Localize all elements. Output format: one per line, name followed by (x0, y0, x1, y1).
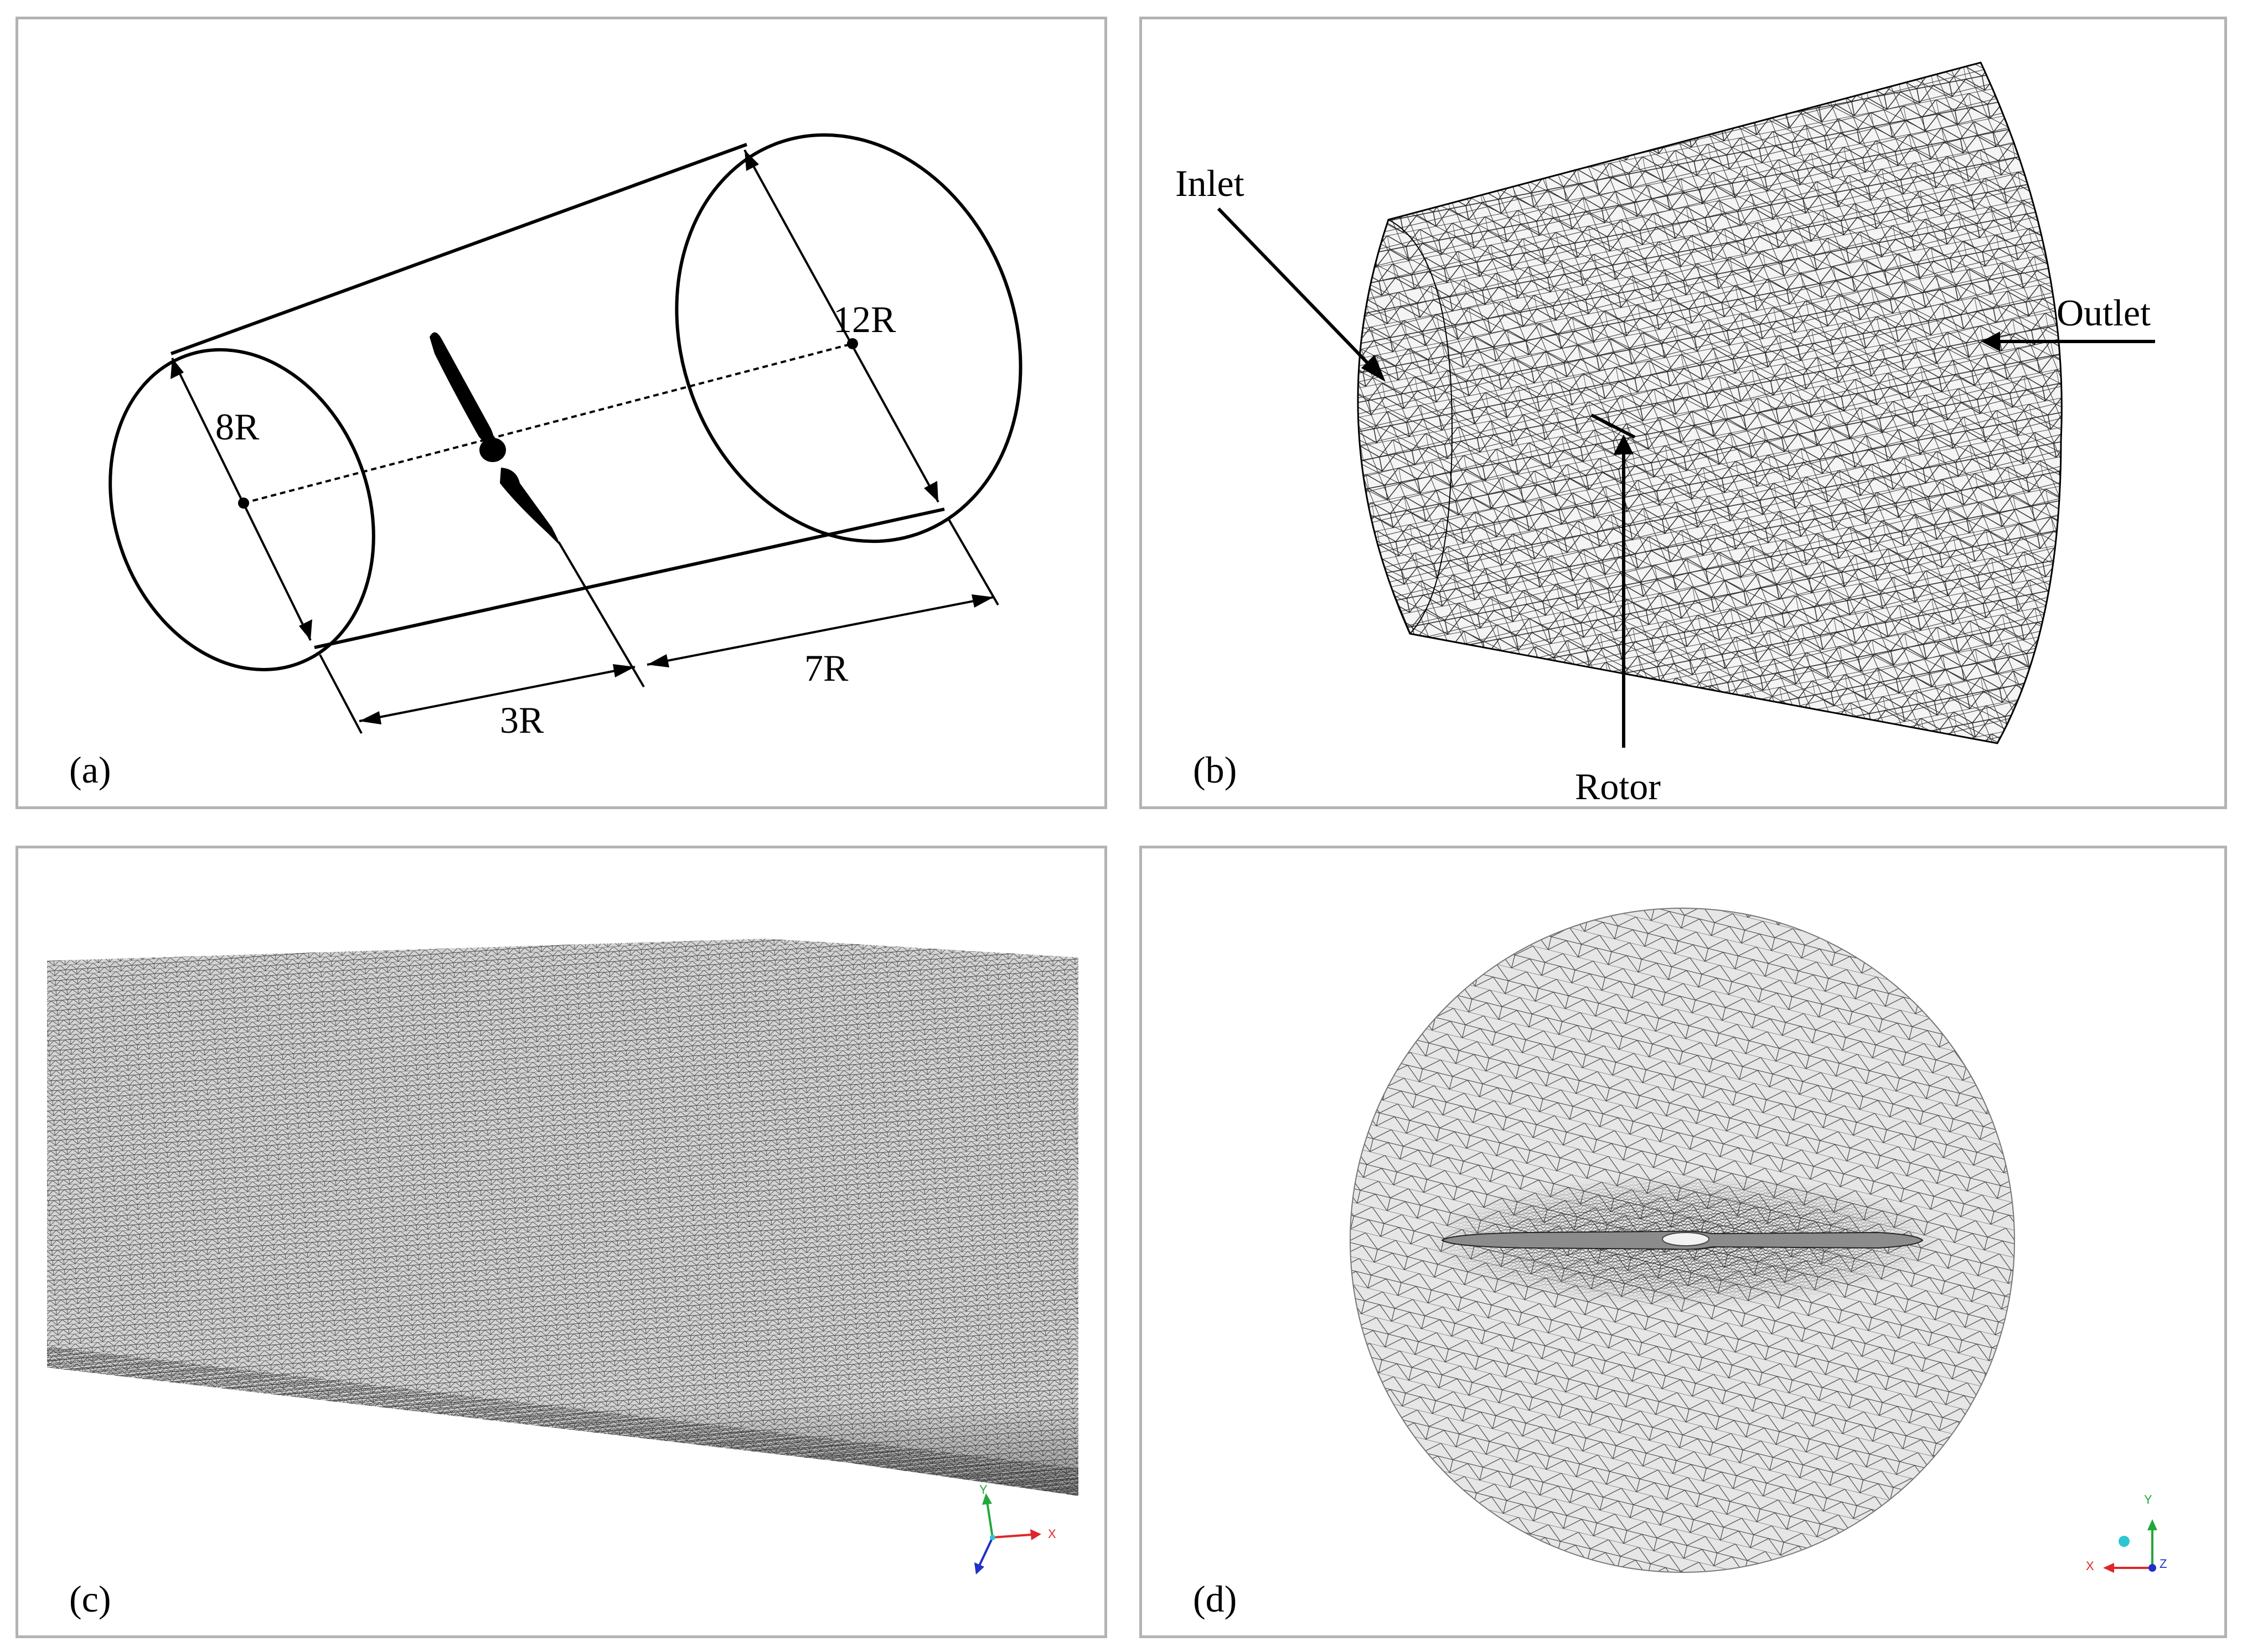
ext-outlet (947, 518, 999, 605)
blade-section (1441, 1230, 1924, 1250)
triad-c-x-axis (992, 1534, 1032, 1539)
inlet-arrow-shaft (1217, 207, 1378, 374)
panel-letter-d: (d) (1193, 1578, 1237, 1620)
arrowhead-3r-right (613, 664, 635, 677)
outlet-arrowhead (1981, 332, 2000, 351)
dim-7r-line (647, 596, 994, 666)
volume-mesh-drawing (1217, 61, 2155, 748)
triad-d-view-dot (2119, 1536, 2130, 1547)
cylinder-top-edge (170, 143, 748, 355)
ext-rotor (557, 541, 645, 688)
arrowhead-12r-top (745, 150, 759, 171)
rotor-label: Rotor (1575, 765, 1661, 807)
axis-triad-d (2103, 1519, 2157, 1573)
dim-8r-line (171, 358, 312, 641)
rotor-silhouette (430, 332, 560, 545)
triad-d-x-label: X (2086, 1559, 2094, 1573)
blade-surface-mesh (47, 939, 1078, 1496)
triad-d-y-arrowhead (2147, 1519, 2157, 1530)
arrowhead-8r-bottom (299, 619, 312, 640)
arrowhead-12r-bottom (924, 481, 938, 502)
inlet-label: Inlet (1175, 162, 1244, 204)
inlet-face-ellipse (109, 348, 375, 671)
triad-c-origin-dot (990, 1535, 995, 1540)
panel-letter-a: (a) (69, 749, 111, 791)
cross-section-boundary (1350, 908, 2015, 1573)
dim-12r-line (743, 149, 939, 503)
panel-d-cross-section-mesh: Y X Z (d) (1139, 846, 2227, 1638)
triad-d-origin-dot (2148, 1564, 2156, 1572)
triad-c-x-arrowhead (1030, 1529, 1041, 1540)
triad-c-y-label: Y (979, 1483, 988, 1496)
panel-c-surface-mesh: X Y (c) (16, 846, 1107, 1638)
dim-label-12r: 12R (833, 298, 896, 340)
triad-c-z-arrowhead (974, 1562, 984, 1575)
surface-mesh-drawing (47, 939, 1078, 1575)
mesh-domain-outline (1357, 61, 2063, 744)
triad-d-z-label: Z (2160, 1557, 2167, 1571)
outlet-label: Outlet (2057, 292, 2151, 334)
arrowhead-7r-right (972, 594, 994, 608)
cylinder-bottom-edge (314, 507, 945, 649)
panel-b-volume-mesh: Inlet Outlet Rotor (b) (1139, 17, 2227, 809)
triad-c-y-axis (986, 1501, 994, 1538)
dim-3r-line (359, 666, 636, 722)
dim-label-3r: 3R (500, 699, 544, 741)
arrowhead-8r-top (171, 358, 184, 379)
rotor-arrowhead (1614, 434, 1634, 454)
triad-d-y-label: Y (2144, 1493, 2152, 1506)
inlet-face-edge (1388, 219, 1453, 634)
triad-c-x-label: X (1048, 1527, 1056, 1541)
outlet-face-ellipse (675, 133, 1022, 543)
triad-c-z-axis (978, 1537, 994, 1566)
panel-letter-c: (c) (69, 1578, 111, 1620)
dim-label-7r: 7R (804, 647, 849, 689)
axis-centerline (243, 343, 853, 504)
domain-schematic-drawing (109, 133, 1022, 734)
ext-inlet (319, 654, 363, 734)
cross-section-mesh-drawing (1350, 908, 2157, 1573)
arrowhead-3r-left (359, 711, 381, 724)
rotor-marker (1590, 413, 1636, 439)
rotor-hub (1662, 1232, 1709, 1246)
dim-label-8r: 8R (215, 406, 260, 448)
axis-triad-c (974, 1493, 1041, 1575)
panel-a-domain-schematic: 8R 12R 3R 7R (a) (16, 17, 1107, 809)
triad-c-y-arrowhead (982, 1493, 992, 1505)
mesh-domain (1357, 63, 2062, 743)
panel-letter-b: (b) (1193, 749, 1237, 791)
triad-d-x-arrowhead (2103, 1563, 2114, 1573)
inlet-arrowhead (1361, 355, 1386, 382)
arrowhead-7r-left (647, 654, 669, 667)
